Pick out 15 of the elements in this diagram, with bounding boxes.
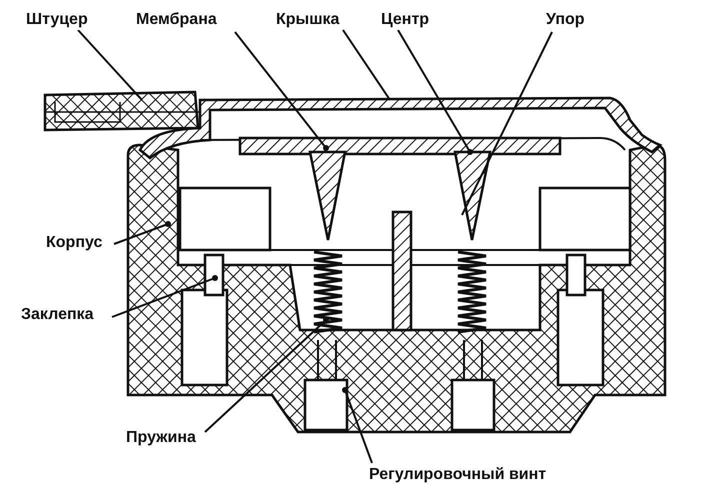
part-label: Штуцер — [25, 10, 89, 30]
leader-line — [342, 29, 391, 101]
leader-line — [397, 30, 473, 155]
leader-line — [342, 387, 373, 464]
part-label: Упор — [545, 10, 586, 30]
leader-line — [234, 31, 329, 151]
part-label: Центр — [380, 10, 430, 30]
part-label: Крышка — [275, 10, 340, 30]
part-label: Регулировочный винт — [368, 465, 548, 485]
leader-line — [77, 29, 143, 101]
leader-line — [204, 317, 329, 433]
leader-line — [461, 32, 553, 216]
part-label: Корпус — [45, 233, 104, 253]
part-label: Пружина — [125, 428, 197, 448]
part-label: Мембрана — [135, 10, 218, 30]
